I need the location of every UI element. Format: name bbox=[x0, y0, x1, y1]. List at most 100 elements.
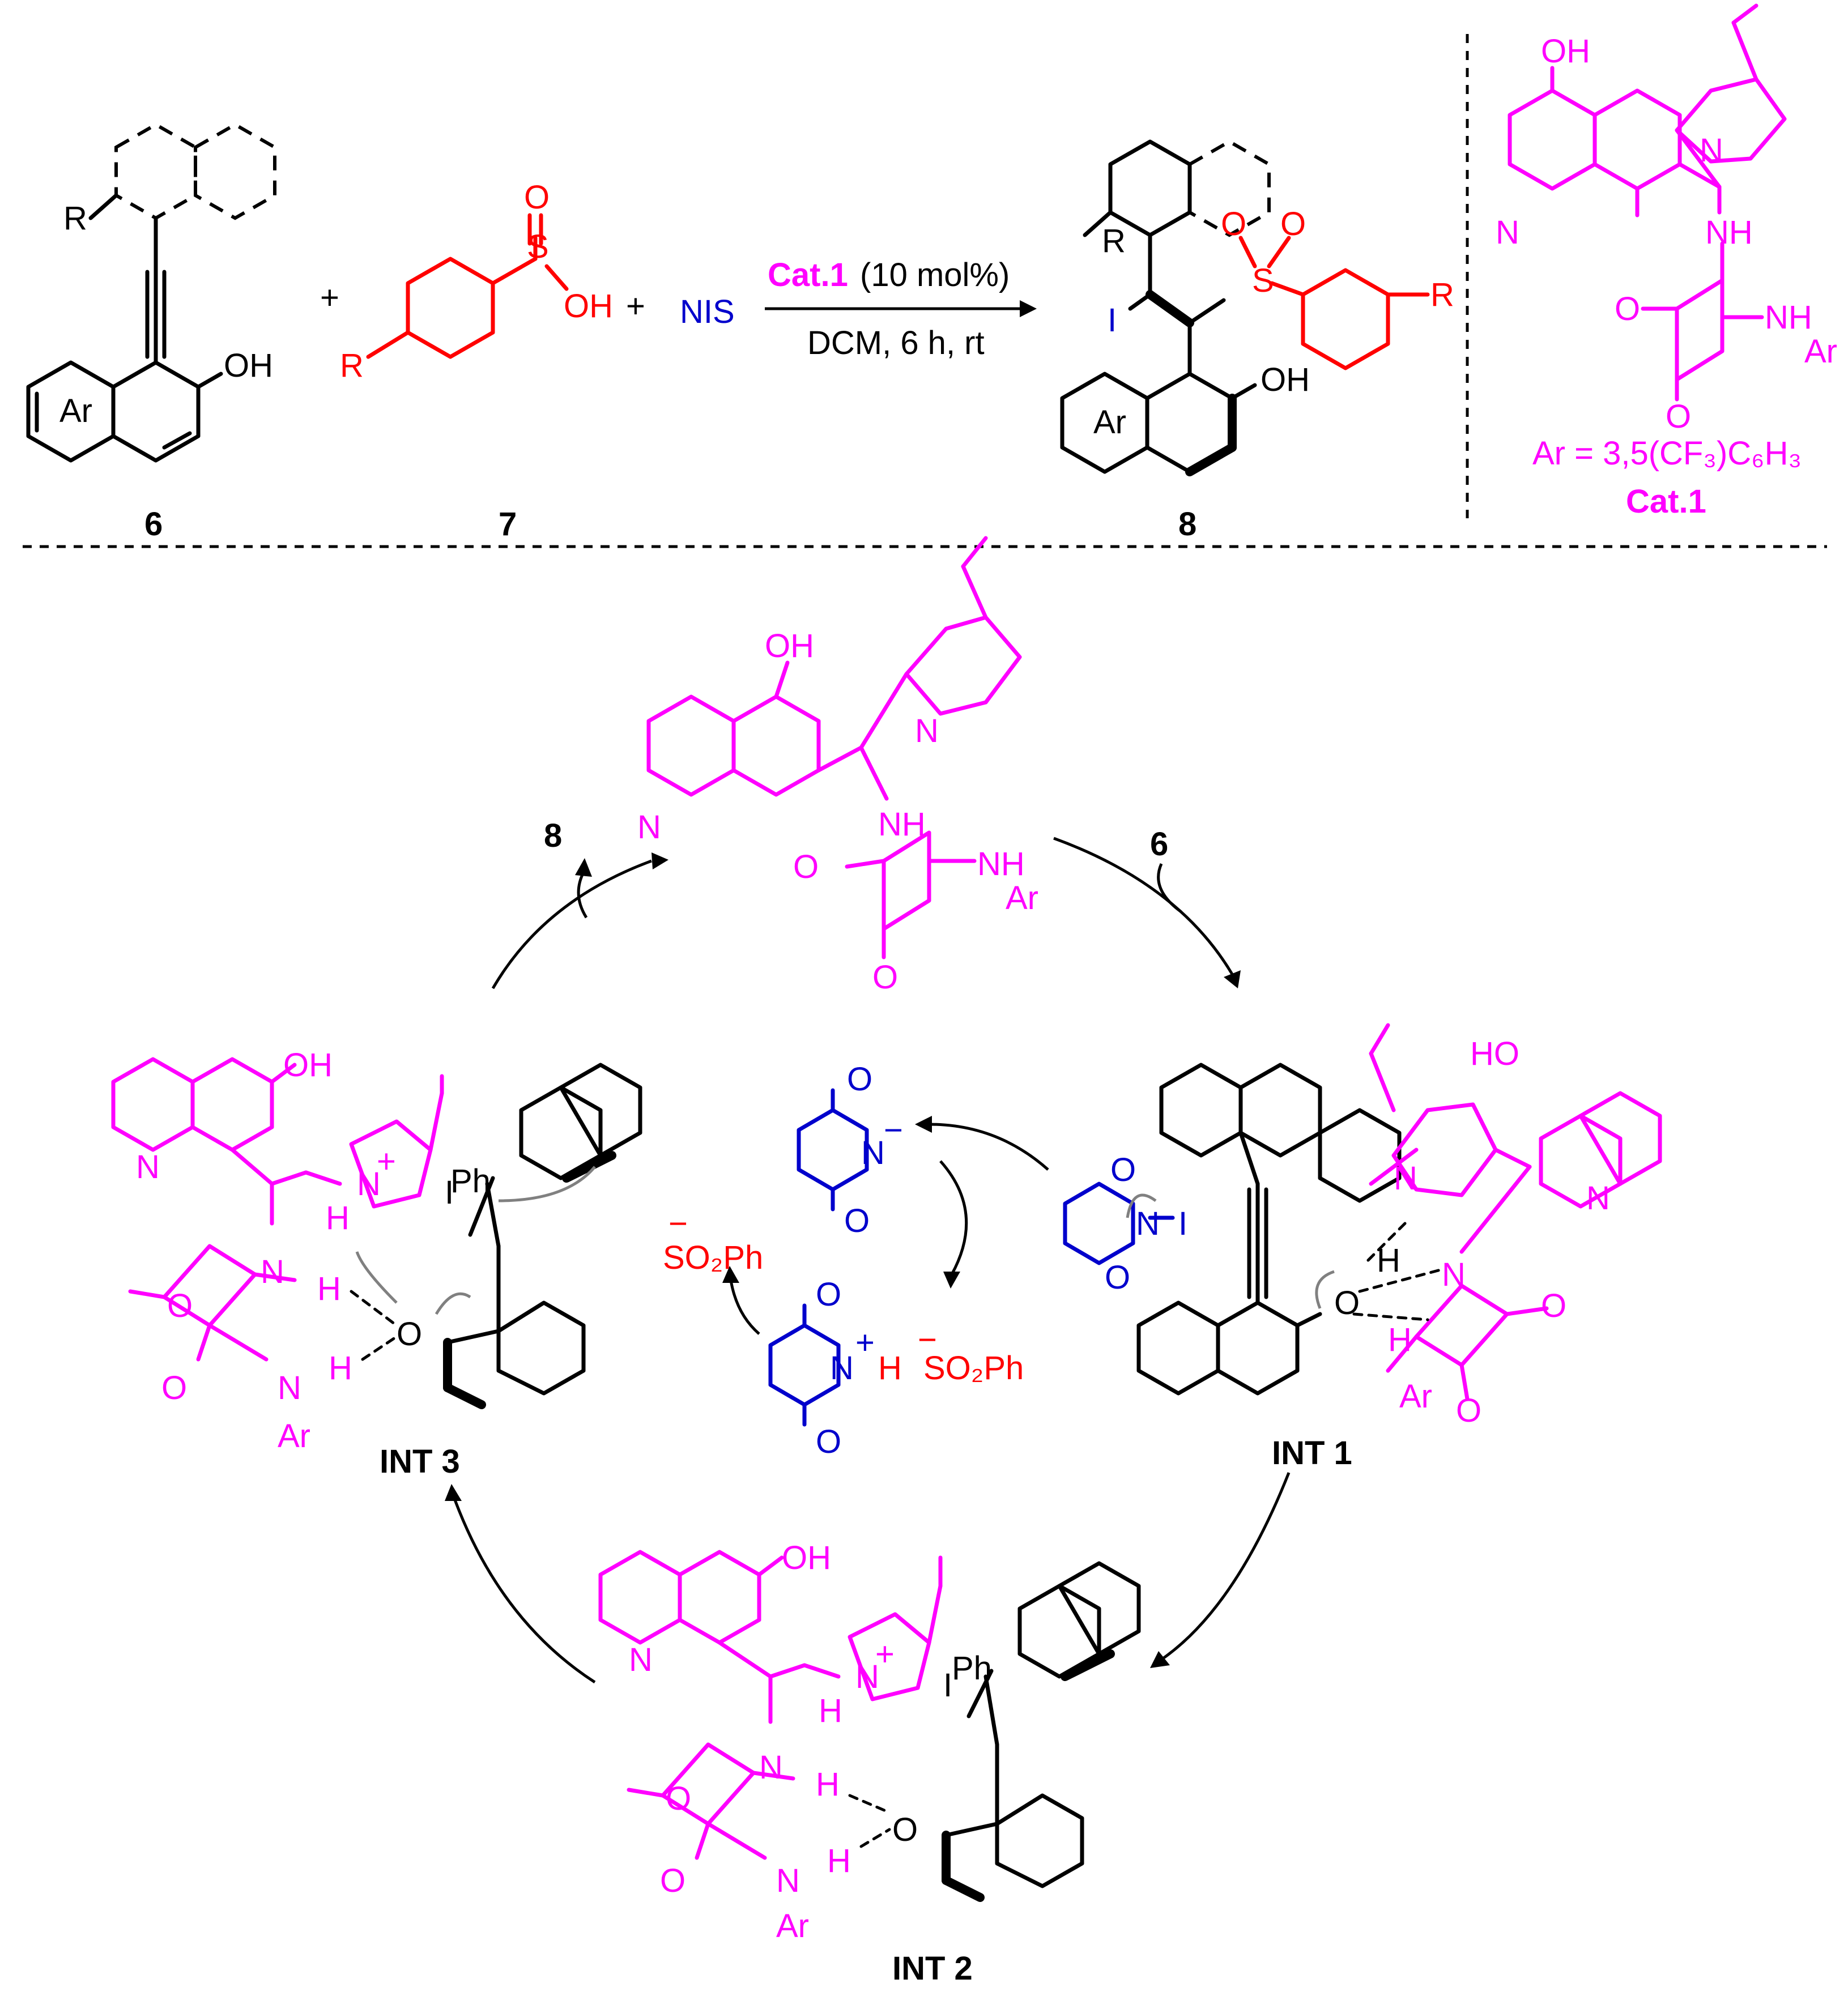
cycle-cat-quinuclidine-n: N bbox=[915, 713, 939, 749]
succ-anion-o1: O bbox=[847, 1061, 872, 1098]
cycle-substrate-in-label: 6 bbox=[1150, 826, 1168, 863]
int3-plus: + bbox=[377, 1143, 396, 1180]
catalyst-structure bbox=[1508, 3, 1787, 402]
cycle-product-out-label: 8 bbox=[544, 817, 562, 854]
int3-h2: H bbox=[329, 1350, 352, 1387]
arrowhead-anion-to-complex bbox=[943, 1272, 960, 1289]
int1-quinuclidine-n: N bbox=[1394, 1160, 1417, 1197]
arrow-to-int3 bbox=[452, 1495, 596, 1684]
arrow-nis-to-anion bbox=[929, 1123, 1049, 1171]
arrowhead-nis-to-anion bbox=[915, 1116, 932, 1133]
product-oh-label: OH bbox=[1261, 361, 1310, 398]
catalyst-ar-definition: Ar = 3,5(CF₃)C₆H₃ bbox=[1532, 435, 1802, 472]
int2-h1: H bbox=[816, 1766, 840, 1803]
plus-sign-2: + bbox=[626, 288, 645, 325]
catalyst-quinuclidine-n: N bbox=[1700, 132, 1723, 169]
int2-label: INT 2 bbox=[892, 1950, 973, 1987]
cycle-cat-o2: O bbox=[872, 959, 898, 996]
sulfinic-s-label: S bbox=[527, 228, 549, 265]
int1-o-carbonyl2: O bbox=[1456, 1392, 1481, 1429]
int1-succ-o1: O bbox=[1110, 1151, 1136, 1188]
int3-label: INT 3 bbox=[380, 1443, 460, 1480]
succ-anion-o2: O bbox=[844, 1202, 870, 1239]
succ-anion-n: N bbox=[861, 1135, 885, 1171]
arrow-to-catalyst bbox=[491, 859, 652, 990]
int2-nh-n: N bbox=[759, 1749, 783, 1786]
int3-ph: Ph bbox=[450, 1163, 491, 1200]
product-iodide-label: I bbox=[1108, 302, 1117, 339]
cycle-cat-amide-nh: NH bbox=[977, 846, 1025, 882]
int1-ar: Ar bbox=[1399, 1378, 1432, 1415]
substrate-oh-label: OH bbox=[224, 347, 273, 384]
plus-sign-1: + bbox=[320, 279, 339, 316]
int3-ar: Ar bbox=[278, 1418, 310, 1455]
int3-nh-n: N bbox=[261, 1253, 284, 1290]
int2-oh: OH bbox=[782, 1539, 831, 1576]
int3-n-plus: N bbox=[357, 1166, 381, 1202]
succinimide-h-complex bbox=[768, 1303, 841, 1427]
substrate-ar-label: Ar bbox=[59, 393, 92, 429]
cycle-cat-o1: O bbox=[793, 848, 819, 885]
int1-amide-n: N bbox=[1442, 1256, 1466, 1293]
nis-label: NIS bbox=[680, 293, 735, 330]
int1-o-carbonyl1: O bbox=[1541, 1287, 1566, 1324]
int3-o: O bbox=[397, 1316, 422, 1353]
complex-h: H bbox=[878, 1350, 902, 1387]
arrow-release-8 bbox=[577, 871, 588, 919]
int3-h-quinuclidinium: H bbox=[326, 1200, 350, 1236]
int2-o-carbonyl2: O bbox=[660, 1862, 685, 1899]
catalyst-ar-label: Ar bbox=[1804, 333, 1837, 370]
int1-oh: HO bbox=[1470, 1035, 1519, 1072]
cycle-cat-oh: OH bbox=[765, 628, 814, 664]
sulfinic-r-label: R bbox=[340, 347, 364, 384]
catalyst-oh-label: OH bbox=[1541, 33, 1590, 70]
int1-succ-n: N bbox=[1136, 1205, 1160, 1242]
cycle-cat-nh: NH bbox=[878, 806, 926, 843]
sulfinate-label: SO₂Ph bbox=[663, 1239, 763, 1276]
reaction-conditions: DCM, 6 h, rt bbox=[807, 325, 985, 361]
complex-n: N bbox=[830, 1350, 854, 1387]
arrow-to-int1 bbox=[1053, 837, 1234, 975]
compound-6-label: 6 bbox=[144, 506, 163, 543]
sulfinic-acid-7 bbox=[366, 213, 569, 359]
int2-o: O bbox=[892, 1811, 918, 1848]
catalyst-carbonyl-o2: O bbox=[1666, 398, 1691, 435]
complex-plus: + bbox=[855, 1324, 875, 1361]
catalyst-box-label: Cat.1 bbox=[1626, 483, 1706, 520]
arrowhead-to-int1 bbox=[1224, 970, 1241, 988]
int1-succ-o2: O bbox=[1105, 1259, 1130, 1296]
complex-o1: O bbox=[816, 1276, 841, 1313]
arrowhead-to-int2 bbox=[1150, 1651, 1170, 1668]
int1-o: O bbox=[1334, 1285, 1360, 1321]
arrow-to-int2 bbox=[1160, 1472, 1291, 1661]
substrate-r-label: R bbox=[63, 200, 87, 237]
compound-7-label: 7 bbox=[499, 506, 517, 543]
cycle-cat-ar: Ar bbox=[1006, 880, 1038, 916]
arrow-substrate-in bbox=[1157, 863, 1182, 914]
int1-h2: H bbox=[1388, 1321, 1412, 1358]
int2-iodine: I bbox=[943, 1667, 952, 1704]
sulfinic-oh-label: OH bbox=[564, 288, 613, 325]
catalyst-quinoline-n: N bbox=[1496, 214, 1519, 251]
int2-quinoline-n: N bbox=[629, 1641, 653, 1678]
arrowhead-to-int3 bbox=[445, 1484, 462, 1501]
int3-structure bbox=[111, 1057, 642, 1409]
catalyst-amide-nh: NH bbox=[1765, 299, 1812, 336]
int2-h2: H bbox=[827, 1843, 851, 1879]
int1-structure bbox=[1063, 1023, 1662, 1401]
arrow-complex-to-sulfinate bbox=[729, 1280, 760, 1335]
int3-oh: OH bbox=[283, 1047, 333, 1084]
int2-ar: Ar bbox=[776, 1908, 809, 1944]
int3-o-carbonyl2: O bbox=[161, 1370, 187, 1406]
int2-o-carbonyl1: O bbox=[666, 1780, 691, 1817]
arrowhead-complex-to-sulfinate bbox=[722, 1266, 739, 1283]
product-r-label: R bbox=[1102, 223, 1126, 259]
catalyst-nh-label: NH bbox=[1705, 214, 1753, 251]
int2-structure bbox=[598, 1550, 1141, 1902]
complex-so2ph: SO₂Ph bbox=[923, 1350, 1024, 1387]
int2-n2: N bbox=[776, 1862, 800, 1899]
cycle-cat-quinoline-n: N bbox=[637, 809, 661, 846]
compound-8-label: 8 bbox=[1178, 506, 1196, 543]
product-aryl-r-label: R bbox=[1430, 276, 1454, 313]
